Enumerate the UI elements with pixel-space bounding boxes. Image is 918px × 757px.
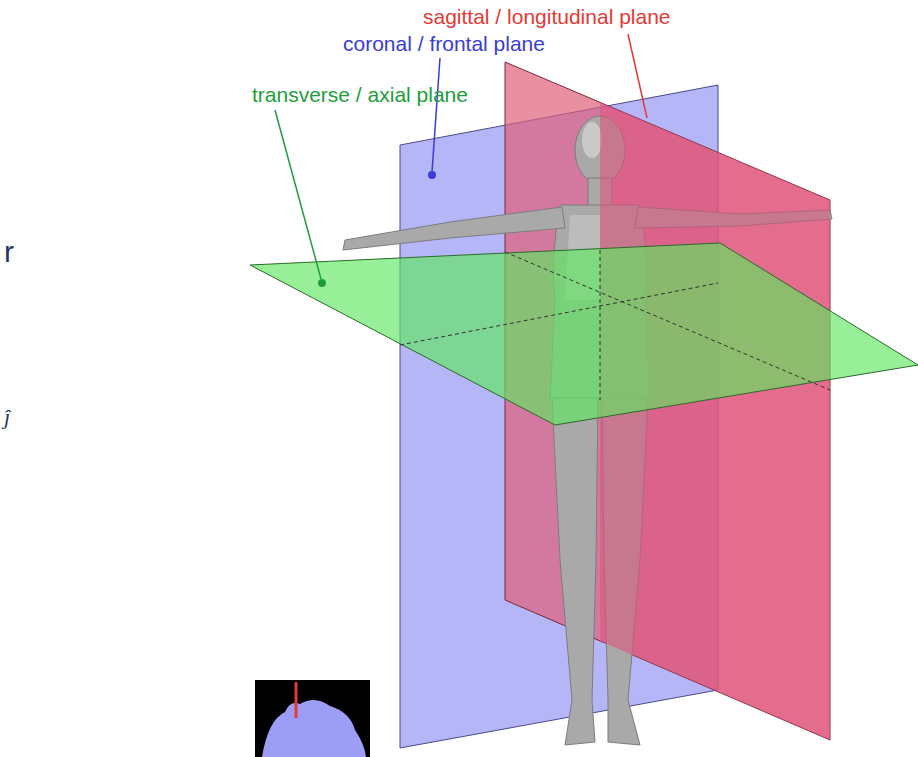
leader-line (628, 34, 647, 118)
scan-marker (295, 682, 298, 718)
leader-dot (428, 171, 436, 179)
leader-dot (318, 279, 326, 287)
leader-line (275, 110, 321, 279)
scan-thumbnail (255, 680, 370, 757)
plane-label: coronal / frontal plane (343, 31, 545, 56)
scan-blob (262, 700, 366, 757)
plane-intersections (400, 250, 830, 400)
plane-label: sagittal / longitudinal plane (423, 4, 671, 29)
slide-text-fragment: r (4, 234, 14, 270)
transverse-plane (250, 243, 918, 425)
leader-line (432, 58, 440, 172)
plane-label: transverse / axial plane (252, 82, 468, 107)
unit-vector-symbol: ĵ (4, 404, 10, 430)
